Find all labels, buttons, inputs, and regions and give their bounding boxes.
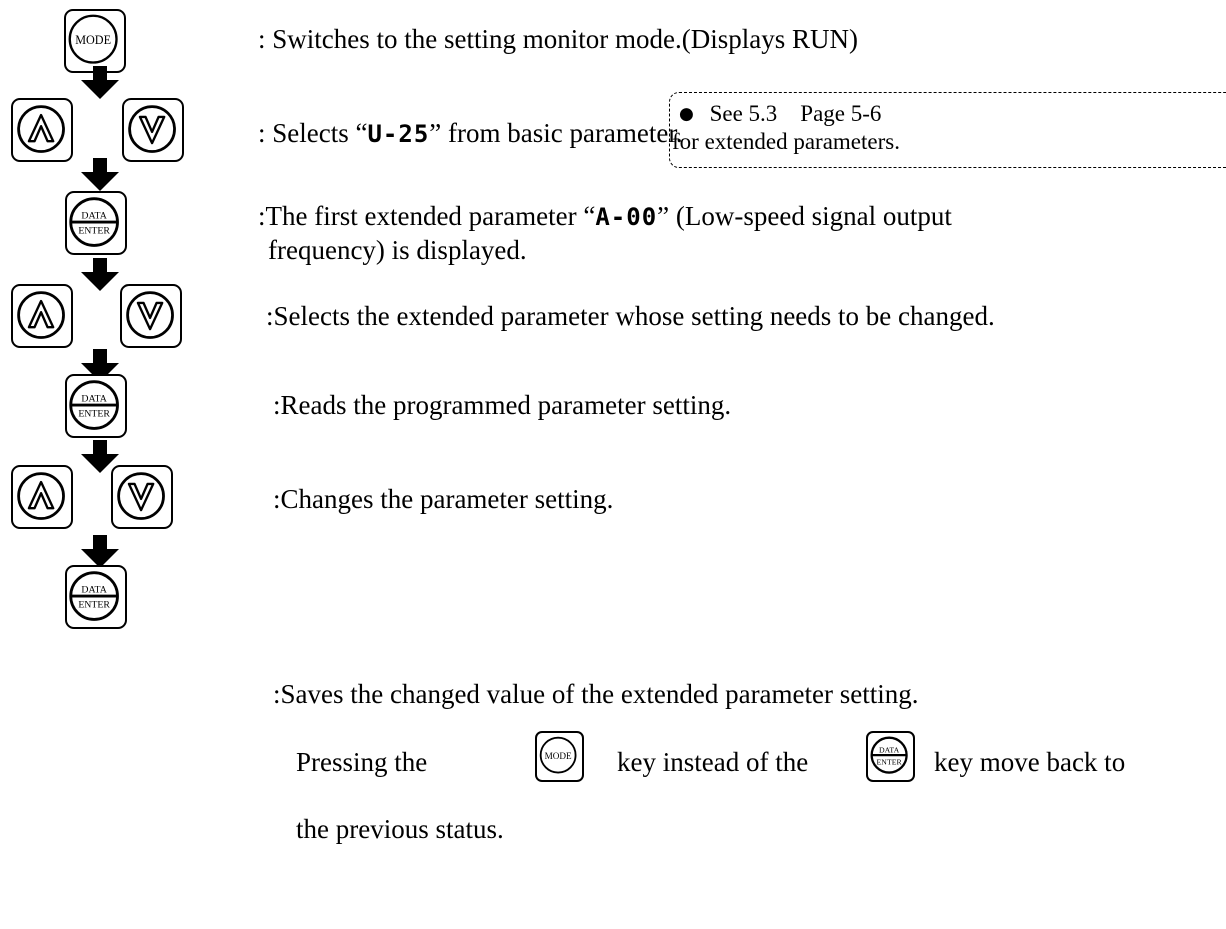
step-5-text: :Reads the programmed parameter setting. [273, 390, 732, 420]
mode-key[interactable]: MODE [64, 9, 126, 73]
enter-label: ENTER [78, 408, 110, 419]
footer-part-3: key move back to [934, 747, 1126, 777]
data-label: DATA [879, 745, 900, 754]
enter-label: ENTER [877, 757, 903, 766]
flow-down-arrow [81, 258, 119, 291]
data-enter-key[interactable]: DATA ENTER [65, 565, 127, 629]
note-line-1: ● See 5.3 Page 5-6 [679, 100, 881, 130]
up-key[interactable] [11, 98, 73, 162]
data-label: DATA [81, 210, 107, 221]
footer-part-2: key instead of the [617, 747, 809, 777]
mode-key-inline: MODE [535, 731, 584, 782]
down-arrow-icon [138, 115, 166, 145]
step-2-text: : Selects “U-25” from basic parameter. [258, 117, 683, 150]
mode-key-label: MODE [545, 751, 572, 761]
enter-label: ENTER [78, 225, 110, 236]
note-line-2: for extended parameters. [672, 129, 900, 154]
footer-part-1: Pressing the [296, 747, 428, 777]
data-enter-key-inline: DATA ENTER [866, 731, 915, 782]
mode-key-label: MODE [75, 33, 111, 47]
data-label: DATA [81, 584, 107, 595]
enter-label: ENTER [78, 599, 110, 610]
step-6-text: :Changes the parameter setting. [273, 484, 614, 514]
step-4-text: :Selects the extended parameter whose se… [266, 301, 995, 331]
up-key[interactable] [11, 284, 73, 348]
down-key[interactable] [120, 284, 182, 348]
up-arrow-icon [27, 113, 55, 143]
flow-down-arrow [81, 440, 119, 473]
note-reference: See 5.3 Page 5-6 [709, 101, 882, 126]
step-3-text-line-2: frequency) is displayed. [268, 235, 527, 265]
flow-down-arrow [81, 349, 119, 382]
up-key[interactable] [11, 465, 73, 529]
data-label: DATA [81, 393, 107, 404]
down-key[interactable] [111, 465, 173, 529]
footer-line-2: the previous status. [296, 814, 504, 844]
data-enter-key[interactable]: DATA ENTER [65, 374, 127, 438]
step-1-text: : Switches to the setting monitor mode.(… [258, 24, 858, 54]
up-arrow-icon [27, 299, 55, 329]
flow-down-arrow [81, 66, 119, 99]
note-box: ● See 5.3 Page 5-6 for extended paramete… [669, 92, 1226, 168]
down-arrow-icon [136, 301, 164, 331]
up-arrow-icon [27, 480, 55, 510]
step-2-suffix: ” from basic parameter. [429, 118, 683, 148]
bullet-icon: ● [679, 104, 694, 124]
step-2-code: U-25 [367, 120, 430, 148]
step-3-prefix: :The first extended parameter “ [258, 201, 596, 231]
down-key[interactable] [122, 98, 184, 162]
step-3-code: A-00 [595, 203, 658, 231]
data-enter-key[interactable]: DATA ENTER [65, 191, 127, 255]
flow-down-arrow [81, 535, 119, 568]
down-arrow-icon [127, 482, 155, 512]
step-2-prefix: : Selects “ [258, 118, 368, 148]
flow-down-arrow [81, 158, 119, 191]
step-3-text: :The first extended parameter “A-00” (Lo… [258, 200, 952, 233]
step-7-text: :Saves the changed value of the extended… [273, 679, 919, 709]
step-3-suffix: ” (Low-speed signal output [657, 201, 952, 231]
